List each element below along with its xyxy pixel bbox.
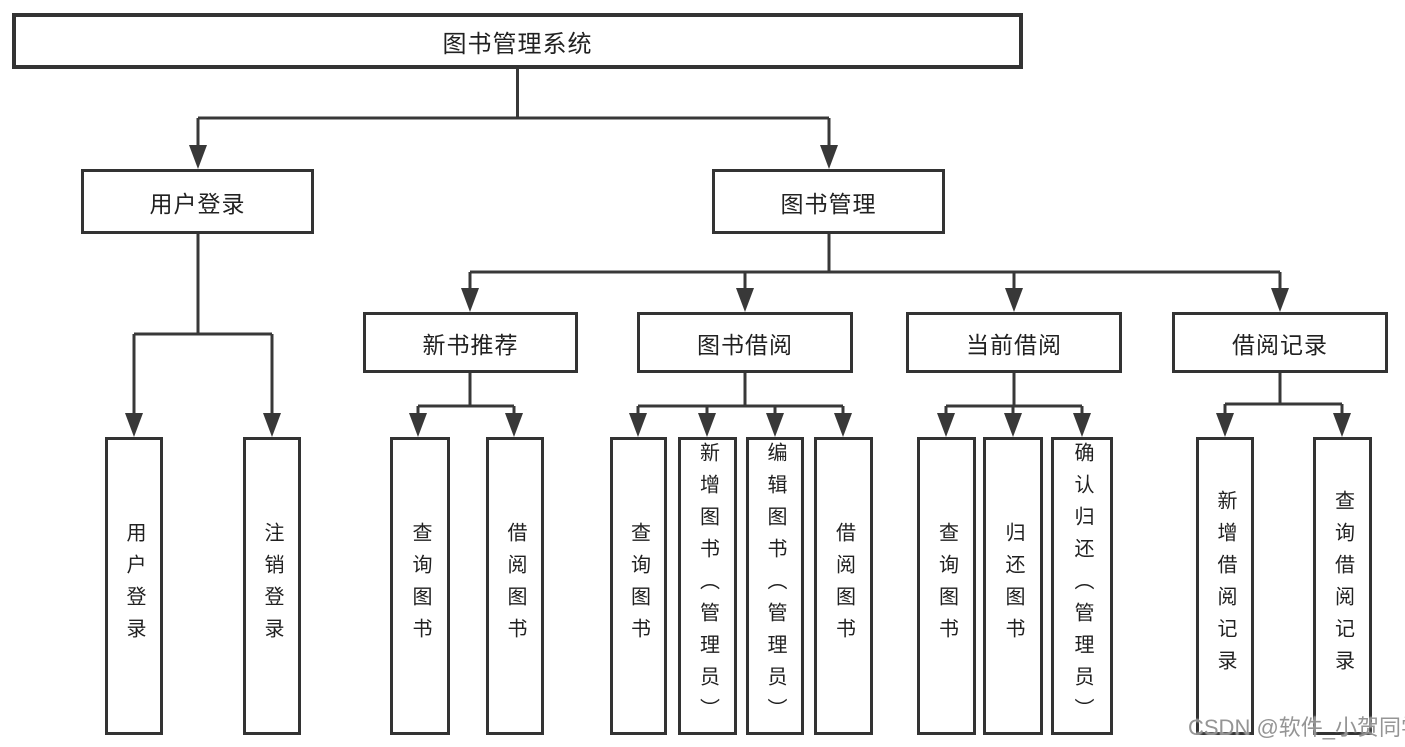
node-root: 图书管理系统 (12, 13, 1023, 69)
leaf-logout-label: 注销登录 (261, 522, 283, 650)
leaf-add-borrow-record: 新增借阅记录 (1196, 437, 1254, 735)
leaf-user-login-label: 用户登录 (123, 522, 145, 650)
connector-new-book-recommend-children (409, 373, 523, 437)
leaf-add-books-admin: 新增图书（管理员） (678, 437, 737, 735)
leaf-confirm-return-admin: 确认归还（管理员） (1051, 437, 1113, 735)
connector-current-borrow-children (937, 373, 1091, 437)
leaf-borrow-books-recommend: 借阅图书 (486, 437, 544, 735)
leaf-query-books-borrow: 查询图书 (610, 437, 667, 735)
leaf-query-books-current-label: 查询图书 (935, 522, 958, 650)
leaf-confirm-return-admin-label: 确认归还（管理员） (1071, 442, 1093, 730)
leaf-borrow-books: 借阅图书 (814, 437, 873, 735)
node-new-book-recommend: 新书推荐 (363, 312, 578, 373)
leaf-add-borrow-record-label: 新增借阅记录 (1214, 490, 1236, 682)
leaf-borrow-books-label: 借阅图书 (832, 522, 855, 650)
connector-user-login-children (125, 234, 281, 437)
leaf-query-borrow-record: 查询借阅记录 (1313, 437, 1372, 735)
node-book-borrow: 图书借阅 (637, 312, 853, 373)
leaf-query-books-recommend: 查询图书 (390, 437, 450, 735)
leaf-query-books-borrow-label: 查询图书 (627, 522, 650, 650)
node-borrow-records: 借阅记录 (1172, 312, 1388, 373)
leaf-user-login: 用户登录 (105, 437, 163, 735)
node-book-management: 图书管理 (712, 169, 945, 234)
leaf-query-books-recommend-label: 查询图书 (409, 522, 431, 650)
leaf-return-books: 归还图书 (983, 437, 1043, 735)
leaf-add-books-admin-label: 新增图书（管理员） (696, 442, 719, 730)
leaf-edit-books-admin: 编辑图书（管理员） (746, 437, 804, 735)
connector-borrow-records-children (1216, 373, 1351, 437)
leaf-query-books-current: 查询图书 (917, 437, 976, 735)
connector-book-management-children (461, 234, 1289, 312)
leaf-edit-books-admin-label: 编辑图书（管理员） (764, 442, 786, 730)
node-user-login: 用户登录 (81, 169, 314, 234)
node-current-borrow: 当前借阅 (906, 312, 1122, 373)
connector-root-to-level1 (189, 68, 838, 169)
leaf-return-books-label: 归还图书 (1002, 522, 1024, 650)
leaf-logout: 注销登录 (243, 437, 301, 735)
watermark: CSDN @软件_小贺同学 (1188, 715, 1405, 740)
leaf-borrow-books-recommend-label: 借阅图书 (504, 522, 526, 650)
leaf-query-borrow-record-label: 查询借阅记录 (1331, 490, 1354, 682)
connector-book-borrow-children (629, 373, 852, 437)
